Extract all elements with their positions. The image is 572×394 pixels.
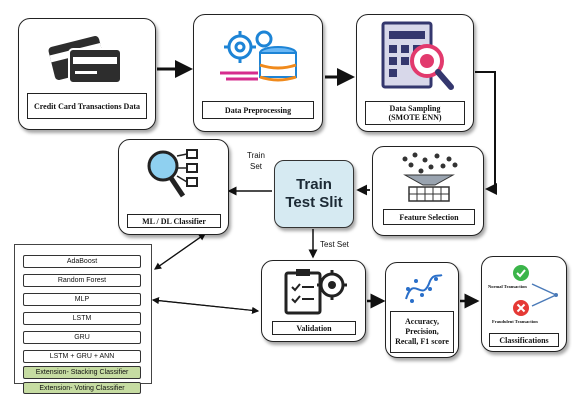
cross-icon <box>513 300 529 316</box>
metrics-scatter-icon <box>405 274 443 303</box>
classifications-label: Classifications <box>489 333 559 347</box>
classifier-label: ML / DL Classifier <box>127 214 221 228</box>
extension-voting-item: Extension- Voting Classifier <box>23 382 141 394</box>
classifier-search-icon <box>147 149 198 198</box>
credit-card-node: Credit Card Transactions Data <box>18 18 156 130</box>
metrics-node: Accuracy, Precision, Recall, F1 score <box>385 262 459 358</box>
metrics-line2: Precision, <box>405 327 439 336</box>
validation-checklist-icon <box>284 269 347 315</box>
extension-stacking-item: Extension- Stacking Classifier <box>23 366 141 379</box>
database-gears-icon <box>220 30 297 82</box>
sampling-label-line2: (SMOTE ENN) <box>388 113 442 122</box>
sampling-node: Data Sampling (SMOTE ENN) <box>356 14 474 132</box>
credit-card-label: Credit Card Transactions Data <box>27 93 147 119</box>
train-label-line2: Test Slit <box>285 194 343 211</box>
train-set-label: Train Set <box>236 150 276 172</box>
validation-node: Validation <box>261 260 366 342</box>
preprocessing-node: Data Preprocessing <box>193 14 323 132</box>
model-item-hybrid: LSTM + GRU + ANN <box>23 350 141 363</box>
credit-card-icon <box>48 36 122 84</box>
train-label-line1: Train <box>296 176 332 193</box>
train-test-split-node: Train Test Slit <box>274 160 354 228</box>
train-set-line1: Train <box>247 151 265 160</box>
test-set-label: Test Set <box>320 240 349 249</box>
metrics-line3: Recall, F1 score <box>395 337 449 346</box>
preprocessing-label: Data Preprocessing <box>202 101 314 119</box>
normal-transaction-label: Normal Transaction <box>488 284 527 289</box>
model-item-lstm: LSTM <box>23 312 141 325</box>
validation-label: Validation <box>272 321 356 335</box>
classifications-node: Normal Transaction Fraudulent Transactio… <box>481 256 567 352</box>
magnifier-document-icon <box>381 21 454 90</box>
model-list-panel: AdaBoost Random Forest MLP LSTM GRU LSTM… <box>14 244 152 394</box>
fraudulent-transaction-label: Fraudulent Transaction <box>492 319 538 324</box>
sampling-label: Data Sampling (SMOTE ENN) <box>365 101 465 125</box>
train-set-line2: Set <box>249 162 262 171</box>
model-item-random-forest: Random Forest <box>23 274 141 287</box>
classifier-node: ML / DL Classifier <box>118 139 229 235</box>
model-item-adaboost: AdaBoost <box>23 255 141 268</box>
metrics-label: Accuracy, Precision, Recall, F1 score <box>390 311 454 353</box>
branch-lines-icon <box>531 283 558 307</box>
arrow-list-to-classifier <box>154 233 206 270</box>
arrow-validation-to-list <box>151 297 259 312</box>
check-icon <box>513 265 529 281</box>
arrow-sampling-to-features <box>475 71 497 195</box>
model-item-mlp: MLP <box>23 293 141 306</box>
feature-funnel-icon <box>402 152 458 202</box>
feature-selection-label: Feature Selection <box>383 209 475 225</box>
model-item-gru: GRU <box>23 331 141 344</box>
sampling-label-line1: Data Sampling <box>389 104 441 113</box>
feature-selection-node: Feature Selection <box>372 146 484 236</box>
metrics-line1: Accuracy, <box>405 317 439 326</box>
